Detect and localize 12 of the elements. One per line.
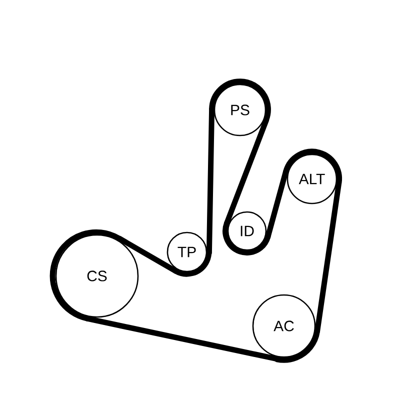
pulley: TP bbox=[166, 232, 208, 272]
belt bbox=[116, 236, 178, 274]
belt bbox=[84, 316, 280, 362]
pulley: CS bbox=[55, 234, 139, 318]
belt bbox=[314, 180, 342, 334]
pulley: PS bbox=[214, 84, 266, 136]
belt bbox=[206, 106, 215, 256]
belt bbox=[224, 117, 270, 226]
belt bbox=[265, 168, 289, 240]
pulley: AC bbox=[252, 294, 316, 358]
pulley: ALT bbox=[286, 154, 338, 204]
pulley: ID bbox=[227, 211, 267, 251]
